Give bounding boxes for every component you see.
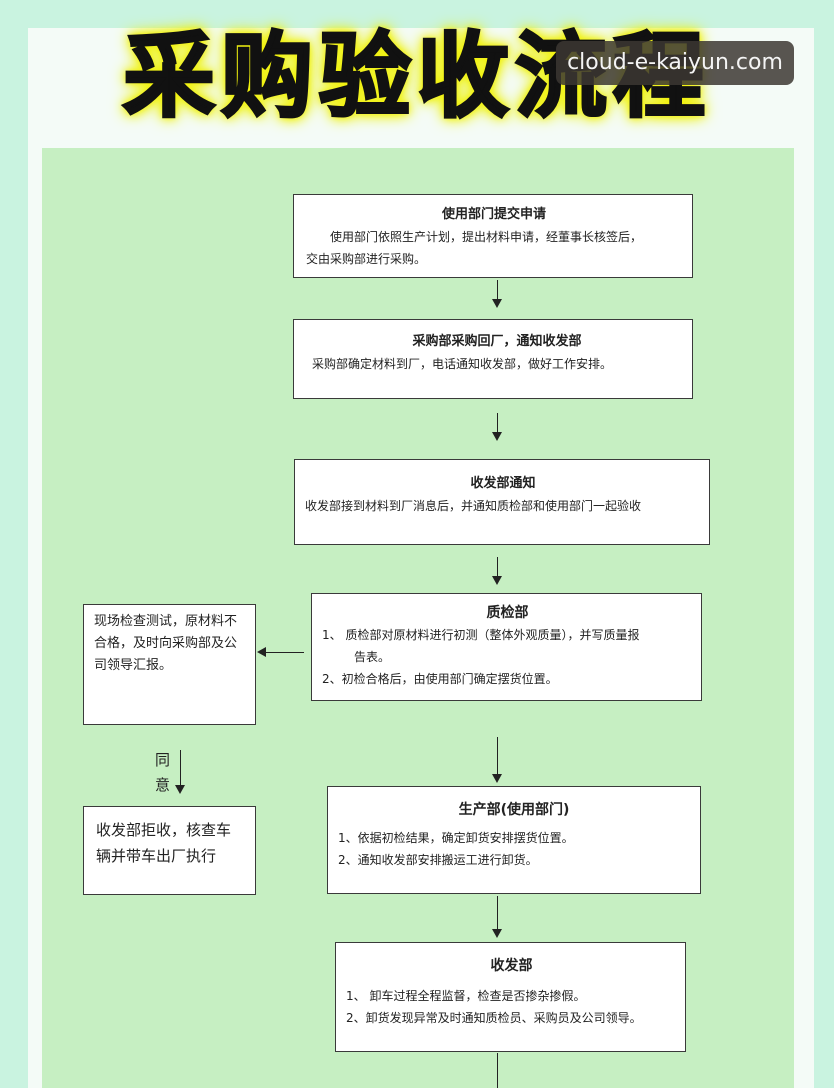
agree-label-char: 意	[155, 776, 171, 794]
step-box-receiving: 收发部 1、 卸车过程全程监督，检查是否掺杂掺假。 2、卸货发现异常及时通知质检…	[335, 942, 686, 1052]
flow-arrow	[492, 557, 502, 585]
step-box-purchase: 采购部采购回厂，通知收发部 采购部确定材料到厂，电话通知收发部，做好工作安排。	[293, 319, 693, 399]
side-line: 合格，及时向采购部及公	[94, 636, 238, 651]
side-box-reject: 收发部拒收，核查车 辆并带车出厂执行	[83, 806, 256, 895]
side-line: 收发部拒收，核查车	[96, 821, 232, 839]
step-box-quality-check: 质检部 1、 质检部对原材料进行初测（整体外观质量），并写质量报 告表。 2、初…	[311, 593, 702, 701]
step-line: 使用部门依照生产计划，提出材料申请，经董事长核签后，	[330, 230, 643, 244]
step-title: 质检部	[486, 605, 529, 621]
step-box-production: 生产部(使用部门) 1、依据初检结果，确定卸货安排摆货位置。 2、通知收发部安排…	[327, 786, 701, 894]
flow-arrow	[492, 896, 502, 938]
step-title: 生产部(使用部门)	[458, 802, 570, 818]
step-line: 交由采购部进行采购。	[306, 252, 427, 266]
step-line: 2、卸货发现异常及时通知质检员、采购员及公司领导。	[346, 1011, 642, 1025]
watermark: cloud-e-kaiyun.com	[556, 41, 794, 85]
step-box-request: 使用部门提交申请 使用部门依照生产计划，提出材料申请，经董事长核签后， 交由采购…	[293, 194, 693, 278]
flow-arrow	[492, 280, 502, 308]
step-line: 1、 质检部对原材料进行初测（整体外观质量），并写质量报	[322, 628, 640, 642]
step-title: 使用部门提交申请	[441, 207, 546, 222]
step-line: 2、通知收发部安排搬运工进行卸货。	[338, 853, 538, 867]
side-line: 司领导汇报。	[94, 658, 173, 673]
flow-arrow-left	[257, 647, 304, 657]
side-box-failure: 现场检查测试，原材料不 合格，及时向采购部及公 司领导汇报。	[83, 604, 256, 725]
step-line: 采购部确定材料到厂，电话通知收发部，做好工作安排。	[312, 357, 613, 371]
step-title: 收发部	[490, 958, 533, 974]
agree-label: 同 意	[155, 748, 170, 798]
step-line: 1、依据初检结果，确定卸货安排摆货位置。	[338, 831, 574, 845]
flow-arrow	[175, 750, 185, 794]
agree-label-char: 同	[155, 751, 171, 769]
flow-line	[497, 1053, 498, 1088]
step-line: 1、 卸车过程全程监督，检查是否掺杂掺假。	[346, 989, 586, 1003]
step-title: 收发部通知	[470, 476, 536, 491]
side-line: 现场检查测试，原材料不	[94, 614, 238, 629]
step-line: 告表。	[354, 650, 391, 664]
flow-arrow	[492, 737, 502, 783]
side-line: 辆并带车出厂执行	[96, 847, 217, 865]
step-title: 采购部采购回厂，通知收发部	[412, 334, 582, 349]
step-line: 2、初检合格后，由使用部门确定摆货位置。	[322, 672, 558, 686]
step-line: 收发部接到材料到厂消息后，并通知质检部和使用部门一起验收	[305, 499, 642, 513]
step-box-receiving-notice: 收发部通知 收发部接到材料到厂消息后，并通知质检部和使用部门一起验收	[294, 459, 710, 545]
flow-arrow	[492, 413, 502, 441]
